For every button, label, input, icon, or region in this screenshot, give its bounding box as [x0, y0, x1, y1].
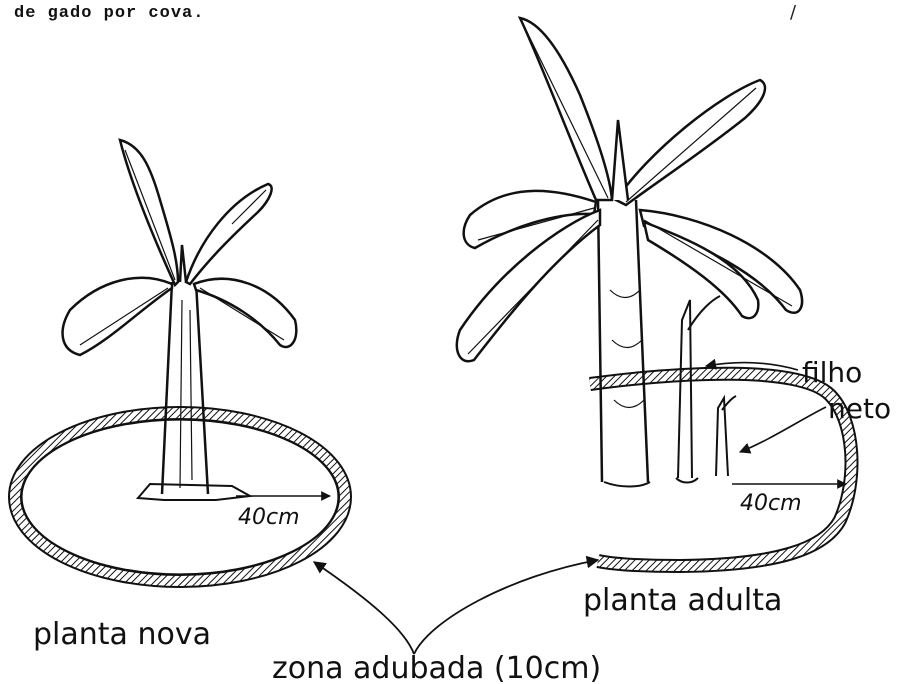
left-plant-base	[138, 484, 250, 500]
left-plant-group: 40cm planta nova	[15, 140, 345, 652]
grandchild-label: neto	[828, 392, 891, 425]
right-plant-caption: planta adulta	[583, 583, 782, 618]
left-plant-leaves	[63, 140, 297, 355]
grandchild-pointer	[740, 407, 826, 452]
right-plant-group: filho neto 40cm planta adulta	[457, 18, 891, 618]
left-plant-caption: planta nova	[33, 617, 211, 652]
zone-caption: zona adubada (10cm)	[272, 651, 601, 684]
left-plant-trunk	[162, 282, 208, 494]
left-radius-label: 40cm	[238, 505, 300, 530]
grandchild-shoot	[716, 396, 736, 476]
child-shoot	[676, 296, 720, 483]
right-plant-leaves	[457, 18, 802, 361]
zone-arrows	[314, 560, 598, 654]
right-radius-label: 40cm	[740, 491, 802, 516]
right-plant-trunk	[598, 200, 650, 487]
child-label: filho	[802, 356, 862, 389]
